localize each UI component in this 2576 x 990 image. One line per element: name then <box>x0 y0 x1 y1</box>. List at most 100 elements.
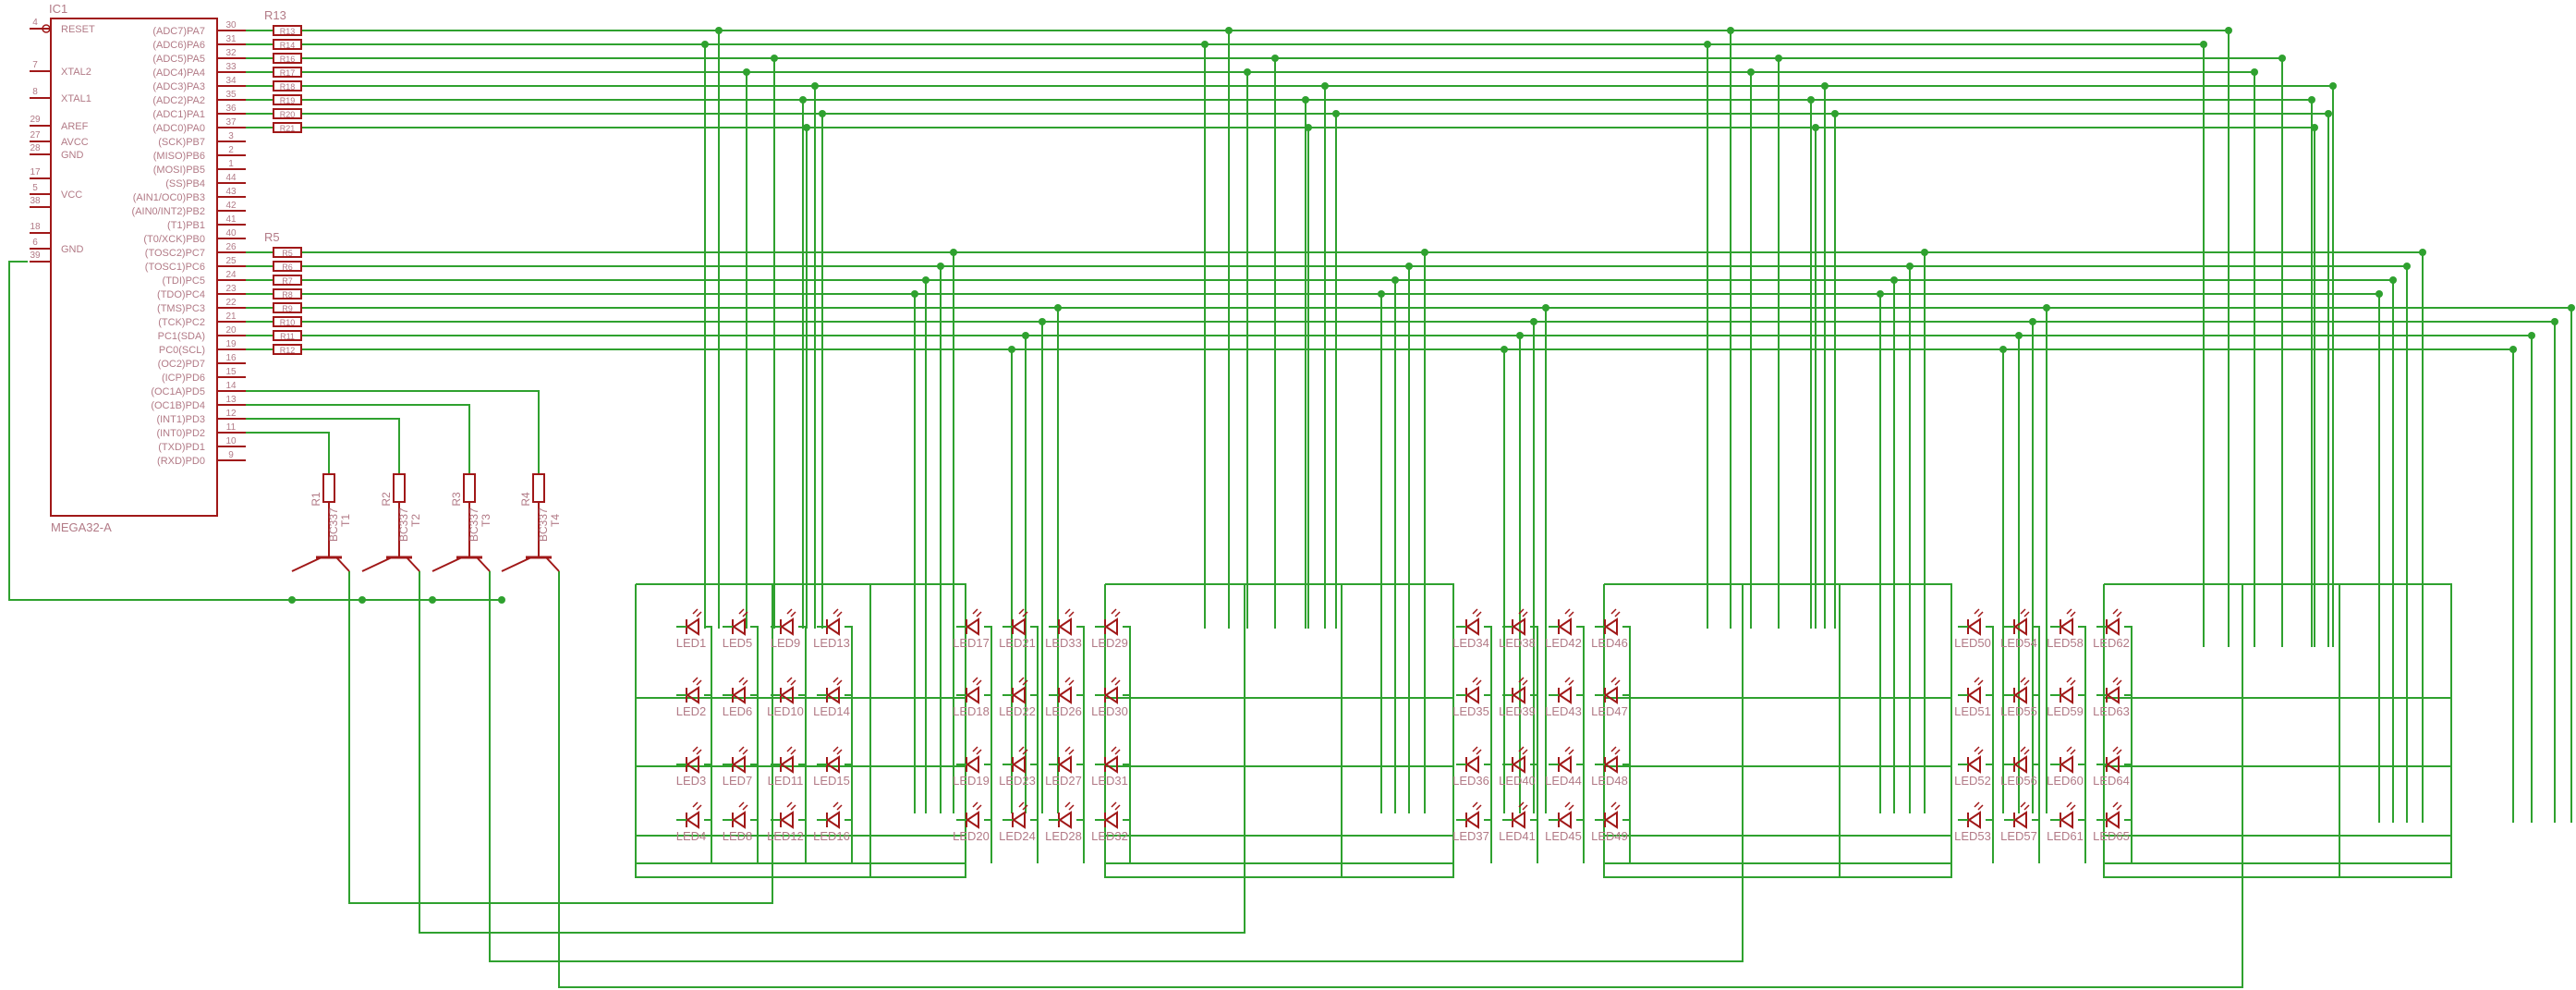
led-emission-arrow <box>1022 804 1028 811</box>
led-label: LED4 <box>676 829 707 843</box>
led-emission-arrow <box>2116 611 2122 617</box>
led-emission-arrow <box>832 801 839 808</box>
wire-layer <box>8 27 2575 988</box>
ic-right-pin-name: (T1)PB1 <box>167 220 205 231</box>
led-label: LED32 <box>1091 829 1128 843</box>
collector-return-line <box>419 571 1245 934</box>
ic-right-pin-name: (ADC3)PA3 <box>152 81 205 92</box>
led-symbol <box>1012 686 1026 704</box>
led-emission-arrow <box>2066 608 2072 615</box>
led-emission-arrow <box>2066 677 2072 683</box>
ic-right-pin-number: 12 <box>225 409 237 419</box>
ic-right-pin-name: (ADC4)PA4 <box>152 67 205 79</box>
led-emission-arrow <box>790 749 796 755</box>
led-lead <box>750 626 759 698</box>
led-label: LED37 <box>1452 829 1489 843</box>
resistor-body <box>273 330 302 341</box>
led-emission-arrow <box>1518 746 1525 752</box>
led-emission-arrow <box>832 608 839 615</box>
resistor-body <box>273 108 302 119</box>
resistor-body <box>273 25 302 36</box>
led-emission-arrow <box>1974 608 1980 615</box>
led-emission-arrow <box>1568 679 1574 686</box>
led-label: LED30 <box>1091 704 1128 718</box>
led-symbol <box>1512 686 1525 704</box>
collector-return-line <box>558 571 2243 988</box>
led-emission-arrow <box>1114 804 1121 811</box>
led-emission-arrow <box>1018 746 1025 752</box>
led-symbol <box>1967 617 1981 636</box>
led-lead <box>1576 626 1585 698</box>
label-layer: IC1MEGA32-A4RESET7XTAL28XTAL129AREF27AVC… <box>30 2 2129 843</box>
ic-right-pin-name: (TDO)PC4 <box>157 289 205 300</box>
ic-right-pin-number: 34 <box>225 76 237 86</box>
led-lead <box>984 764 992 836</box>
transistor-emitter <box>361 556 393 572</box>
ic-right-pin-number: 3 <box>228 131 234 141</box>
ic-left-pin-number: 28 <box>30 143 41 153</box>
led-emission-arrow <box>1111 746 1117 752</box>
led-symbol <box>966 811 979 829</box>
led-emission-arrow <box>1476 679 1482 686</box>
ic-left-pin-number: 6 <box>32 238 38 248</box>
led-emission-arrow <box>1564 608 1571 615</box>
led-label: LED8 <box>723 829 753 843</box>
led-emission-arrow <box>2070 804 2076 811</box>
led-emission-arrow <box>976 679 982 686</box>
ic-right-pin-number: 35 <box>225 90 237 100</box>
led-symbol <box>2060 686 2073 704</box>
led-emission-arrow <box>1064 746 1071 752</box>
base-resistor-label: R1 <box>310 492 322 507</box>
led-symbol <box>686 811 699 829</box>
led-symbol <box>1465 617 1479 636</box>
led-symbol <box>826 617 840 636</box>
led-label: LED5 <box>723 636 753 650</box>
led-lead <box>1123 694 1131 766</box>
pa-bus-line <box>301 30 2230 647</box>
ic-right-pin-name: (TOSC1)PC6 <box>145 262 205 273</box>
collector-return-line <box>348 571 773 904</box>
resistor-body <box>273 316 302 327</box>
ic-left-pin-name: RESET <box>61 24 95 35</box>
ic-right-pin-number: 24 <box>225 270 237 280</box>
led-emission-arrow <box>2070 679 2076 686</box>
led-symbol <box>780 811 794 829</box>
led-label: LED1 <box>676 636 707 650</box>
resistor-label: R7 <box>282 276 293 286</box>
led-label: LED64 <box>2093 774 2130 788</box>
ic-right-pin-number: 43 <box>225 187 237 197</box>
led-emission-arrow <box>2023 749 2030 755</box>
led-symbol <box>1465 686 1479 704</box>
led-label: LED42 <box>1545 636 1582 650</box>
transistor-part: BC337 <box>327 507 340 542</box>
led-label: LED10 <box>767 704 804 718</box>
led-lead <box>1076 764 1085 836</box>
led-label: LED18 <box>953 704 990 718</box>
resistor-body <box>273 344 302 355</box>
led-emission-arrow <box>2020 801 2026 808</box>
pa-bus-line <box>301 113 2329 647</box>
reset-inversion-bubble <box>42 24 51 33</box>
base-resistor <box>393 473 406 503</box>
ic-right-pin-number: 33 <box>225 62 237 72</box>
led-lead <box>704 819 712 863</box>
led-label: LED22 <box>999 704 1036 718</box>
led-label: LED23 <box>999 774 1036 788</box>
led-label: LED58 <box>2047 636 2084 650</box>
led-label: LED52 <box>1954 774 1991 788</box>
resistor-label: R17 <box>280 68 296 78</box>
ic-right-pin-number: 16 <box>225 353 237 363</box>
led-emission-arrow <box>1022 679 1028 686</box>
led-lead <box>798 819 807 863</box>
led-emission-arrow <box>1610 801 1617 808</box>
pd-control-line <box>246 418 400 474</box>
led-lead <box>2124 819 2132 863</box>
resistor-body <box>273 94 302 105</box>
led-lead <box>984 819 992 863</box>
resistor-label: R9 <box>282 304 293 313</box>
led-symbol <box>1104 686 1118 704</box>
led-emission-arrow <box>1476 611 1482 617</box>
ic-right-pin-number: 26 <box>225 242 237 252</box>
led-emission-arrow <box>976 804 982 811</box>
led-symbol <box>1465 755 1479 774</box>
